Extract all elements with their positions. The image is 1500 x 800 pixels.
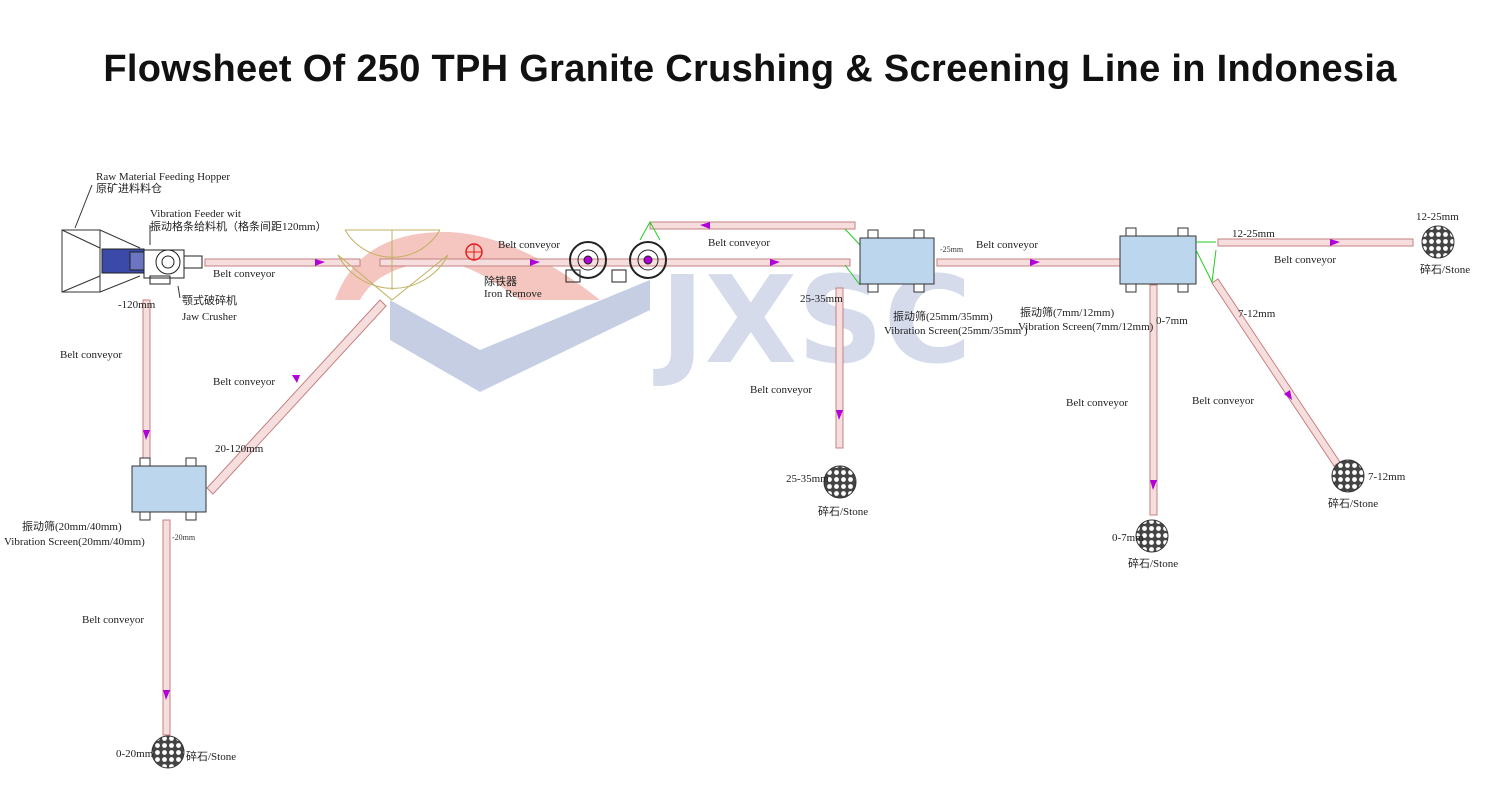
green-chutes-2 bbox=[1195, 241, 1217, 284]
jaw-label-cn: 颚式破碎机 bbox=[182, 293, 237, 307]
label-12-25-pile: 12-25mm bbox=[1416, 211, 1459, 223]
belt-return-top bbox=[649, 221, 856, 230]
belt-cone-line bbox=[379, 258, 851, 267]
feeder-label-cn: 振动格条给料机（格条间距120mm） bbox=[150, 219, 327, 233]
screen3-label-cn: 振动筛(7mm/12mm) bbox=[1020, 305, 1114, 319]
stone-label-2: 碎石/Stone bbox=[818, 504, 868, 518]
screen1-label-cn: 振动筛(20mm/40mm) bbox=[22, 519, 122, 533]
stone-pile-25-35 bbox=[823, 465, 857, 499]
belt-label-4: Belt conveyor bbox=[498, 239, 560, 251]
impact-crusher-2 bbox=[611, 241, 667, 283]
belt-label-11: Belt conveyor bbox=[1192, 395, 1254, 407]
stone-pile-0-20 bbox=[151, 735, 185, 769]
feeder-label-en: Vibration Feeder wit bbox=[150, 208, 241, 220]
belt-label-3: Belt conveyor bbox=[213, 376, 275, 388]
stone-pile-0-7 bbox=[1135, 519, 1169, 553]
screen1-label-en: Vibration Screen(20mm/40mm) bbox=[4, 536, 145, 548]
stone-label-4: 碎石/Stone bbox=[1328, 496, 1378, 510]
stone-pile-7-12 bbox=[1331, 459, 1365, 493]
belt-7-12-incline bbox=[1211, 278, 1341, 467]
belt-12-25 bbox=[1217, 238, 1414, 247]
iron-remover bbox=[465, 243, 483, 261]
belt-120-down bbox=[142, 299, 151, 466]
hopper-label-cn: 原矿进料料仓 bbox=[96, 181, 162, 195]
label-20-120: 20-120mm bbox=[215, 443, 264, 455]
belt-25-35-down bbox=[835, 287, 844, 449]
belt-label-1: Belt conveyor bbox=[213, 268, 275, 280]
vibration-screen-2 bbox=[859, 229, 935, 293]
belt-label-10: Belt conveyor bbox=[1066, 397, 1128, 409]
vibration-feeder bbox=[101, 248, 145, 274]
feeding-hopper bbox=[61, 229, 141, 293]
vibration-screen-1 bbox=[131, 457, 207, 521]
vibration-screen-3 bbox=[1119, 227, 1197, 293]
stone-label-5: 碎石/Stone bbox=[1128, 556, 1178, 570]
belt-25mm bbox=[936, 258, 1123, 267]
label-12-25: 12-25mm bbox=[1232, 228, 1275, 240]
screen2-label-cn: 振动筛(25mm/35mm) bbox=[893, 309, 993, 323]
belt-arrows bbox=[143, 222, 1340, 700]
hopper-label-en: Raw Material Feeding Hopper bbox=[96, 171, 230, 183]
jaw-crusher bbox=[143, 249, 203, 285]
belt-conveyors bbox=[142, 221, 1414, 736]
iron-label-en: Iron Remove bbox=[484, 288, 542, 300]
stone-pile-12-25 bbox=[1421, 225, 1455, 259]
belt-label-9: Belt conveyor bbox=[1274, 254, 1336, 266]
belt-label-2: Belt conveyor bbox=[60, 349, 122, 361]
page-title: Flowsheet Of 250 TPH Granite Crushing & … bbox=[103, 48, 1397, 90]
label-7-12: 7-12mm bbox=[1238, 308, 1276, 320]
label-25-35-pile: 25-35mm bbox=[786, 473, 829, 485]
label-0-7: 0-7mm bbox=[1156, 315, 1188, 327]
belt-20-down bbox=[162, 519, 171, 736]
label-minus-120: -120mm bbox=[118, 299, 156, 311]
belt-label-8: Belt conveyor bbox=[750, 384, 812, 396]
label-0-20: 0-20mm bbox=[116, 748, 154, 760]
belt-20-120-incline bbox=[206, 299, 387, 495]
belt-label-7: Belt conveyor bbox=[976, 239, 1038, 251]
cone-crusher-fan bbox=[337, 229, 449, 301]
jaw-label-en: Jaw Crusher bbox=[182, 311, 237, 323]
screen3-label-en: Vibration Screen(7mm/12mm) bbox=[1018, 321, 1154, 333]
screen2-label-en: Vibration Screen(25mm/35mm ) bbox=[884, 325, 1028, 337]
stone-label-3: 碎石/Stone bbox=[1420, 262, 1470, 276]
belt-jaw-to-cone bbox=[204, 258, 361, 267]
belt-0-7-down bbox=[1149, 284, 1158, 516]
label-minus-25: -25mm bbox=[940, 245, 964, 254]
iron-label-cn: 除铁器 bbox=[484, 274, 517, 288]
label-25-35: 25-35mm bbox=[800, 293, 843, 305]
label-0-7-pile: 0-7mm bbox=[1112, 532, 1144, 544]
label-minus-20: -20mm bbox=[172, 533, 196, 542]
impact-crusher-1 bbox=[565, 241, 607, 283]
label-7-12-pile: 7-12mm bbox=[1368, 471, 1406, 483]
green-chutes-1 bbox=[639, 220, 861, 286]
belt-label-6: Belt conveyor bbox=[82, 614, 144, 626]
belt-label-5: Belt conveyor bbox=[708, 237, 770, 249]
stone-label-1: 碎石/Stone bbox=[186, 749, 236, 763]
